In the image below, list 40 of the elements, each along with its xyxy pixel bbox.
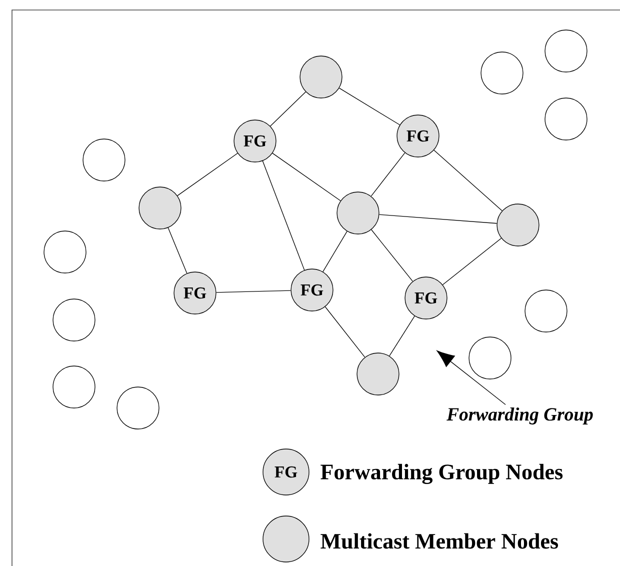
forwarding-group-node: FG: [396, 114, 440, 158]
link-line: [434, 150, 502, 212]
node-circle: [544, 98, 588, 140]
node-circle: [544, 30, 588, 72]
node-circle: [480, 52, 524, 94]
forwarding-group-node: FG: [290, 268, 334, 312]
legend-text: Multicast Member Nodes: [320, 533, 558, 549]
forwarding-group-label: Forwarding Group: [446, 408, 593, 424]
arrow: [436, 350, 506, 405]
member-node: [300, 56, 342, 98]
link-line: [389, 316, 415, 356]
member-node: [356, 352, 400, 396]
node-circle: [52, 366, 96, 408]
link-line: [168, 227, 188, 274]
member-node: [336, 192, 380, 234]
legend-text: Forwarding Group Nodes: [320, 464, 563, 484]
link-line: [371, 229, 413, 282]
link-line: [272, 152, 341, 202]
forwarding-group-node: FG: [234, 120, 276, 162]
node-circle: [468, 336, 512, 380]
node-circle: [44, 230, 86, 274]
link-line: [324, 306, 366, 358]
forwarding-group-node: FG: [404, 276, 448, 320]
link-line: [442, 238, 502, 286]
node-circle: [52, 298, 96, 342]
link-line: [378, 214, 498, 224]
member-node: [496, 204, 540, 246]
link-line: [216, 290, 292, 293]
link-line: [338, 88, 400, 126]
forwarding-group-node: FG: [174, 272, 216, 314]
link-line: [177, 152, 238, 196]
link-line: [370, 152, 406, 196]
node-circle: [116, 386, 160, 430]
node-circle: [524, 290, 568, 332]
link-line: [262, 160, 305, 270]
legend-sample: FG: [262, 448, 310, 496]
link-line: [322, 230, 348, 272]
node-circle: [82, 138, 126, 182]
link-line: [270, 92, 306, 126]
member-node: [138, 186, 182, 230]
